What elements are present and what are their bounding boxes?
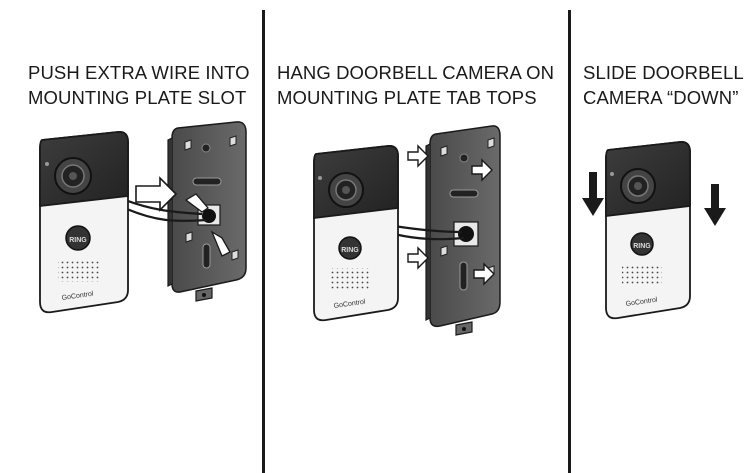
panel-3-illustration: RING GoControl <box>582 142 726 318</box>
panel-1-illustration: RING GoControl <box>40 122 246 312</box>
solid-arrow-down-icon <box>704 184 726 226</box>
outline-arrow-right-icon <box>408 146 428 166</box>
panel-2-illustration: RING GoControl <box>314 126 500 335</box>
doorbell-camera-illustration: RING GoControl <box>314 146 398 320</box>
ring-button-label: RING <box>633 243 651 250</box>
ring-button-label: RING <box>341 247 359 254</box>
doorbell-camera-illustration: RING GoControl <box>606 142 690 318</box>
ring-button-label: RING <box>69 237 87 244</box>
doorbell-camera-illustration: RING GoControl <box>40 132 128 312</box>
solid-arrow-down-icon <box>582 172 604 216</box>
outline-arrow-right-icon <box>408 248 428 268</box>
